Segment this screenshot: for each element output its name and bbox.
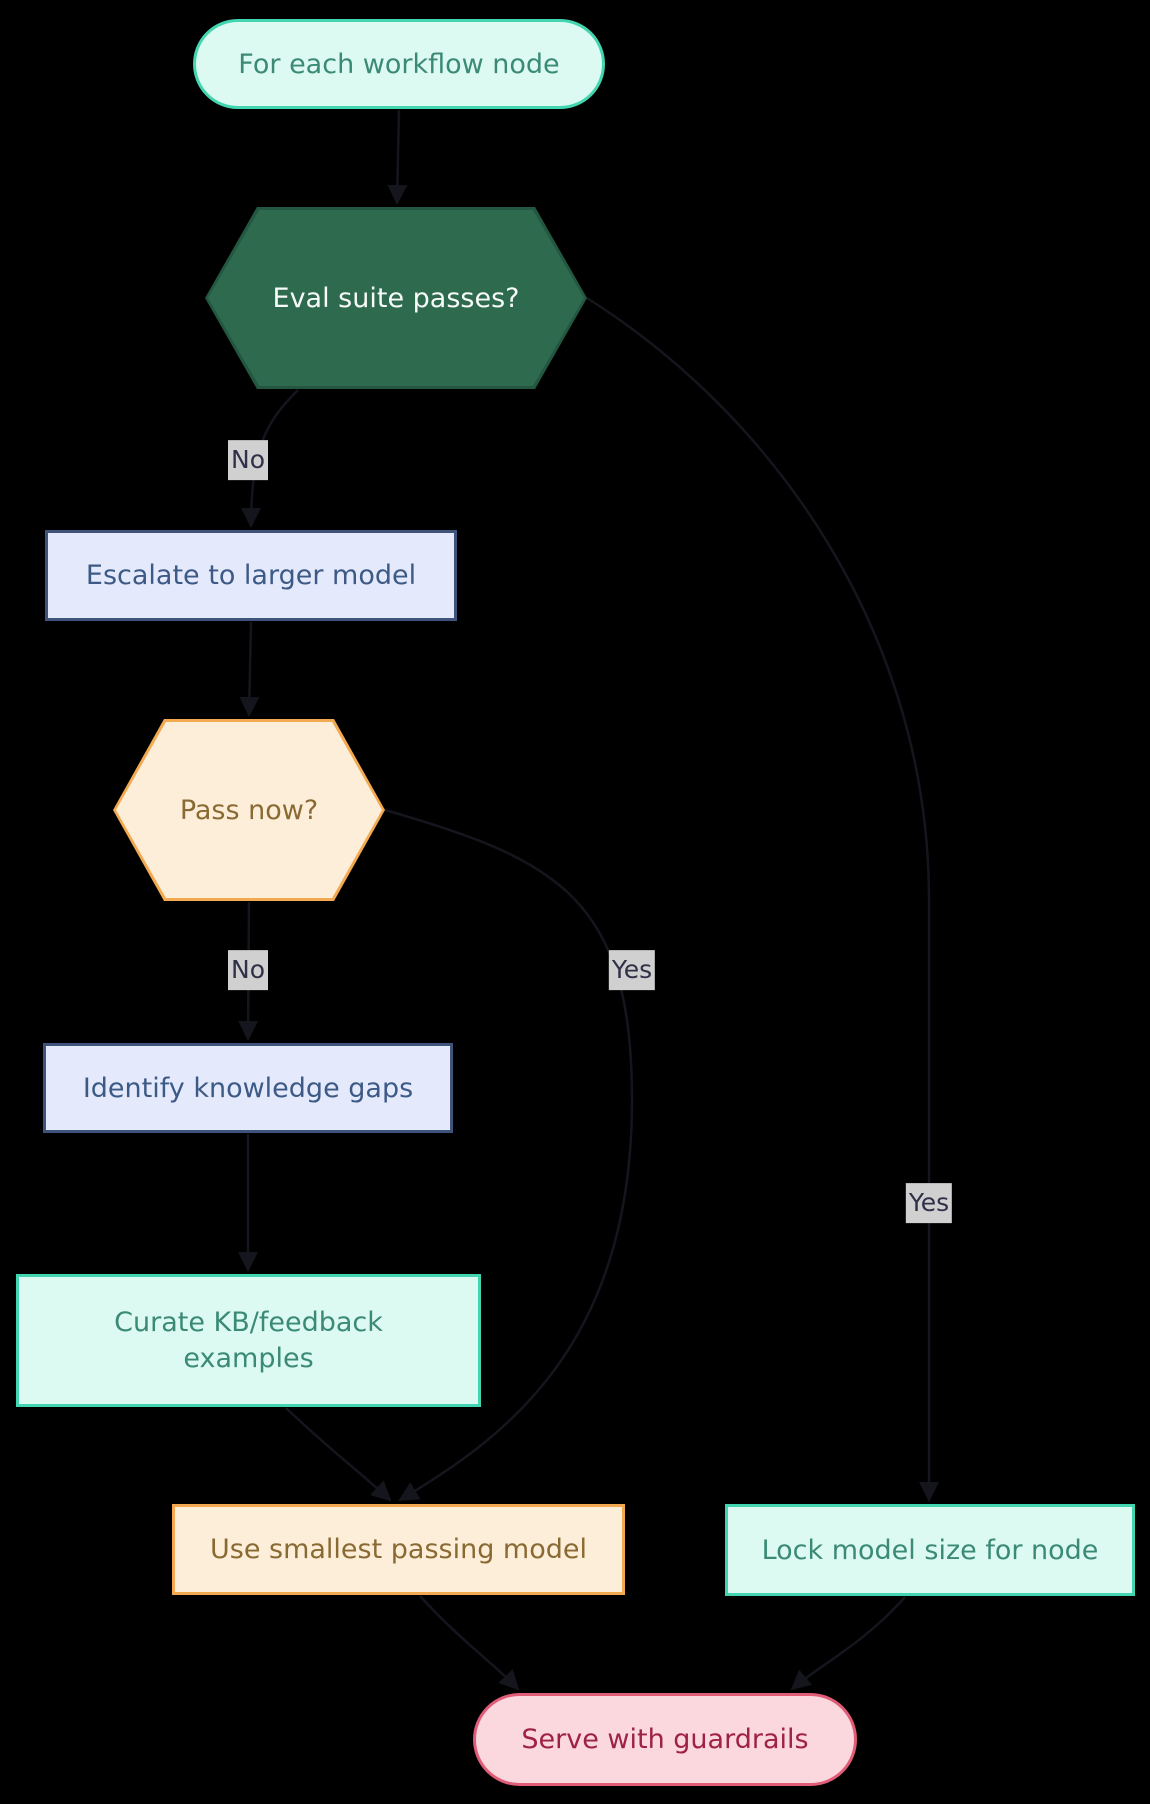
edge-label-eval-no: No <box>228 440 268 480</box>
edge-escalate-passnow <box>239 621 260 717</box>
edge-label-eval-yes: Yes <box>905 1183 953 1223</box>
node-escalate-to-larger-model: Escalate to larger model <box>45 530 457 621</box>
node-label: Pass now? <box>179 794 319 826</box>
edge-curate-smallest <box>285 1407 392 1502</box>
node-lock-model-size-for-node: Lock model size for node <box>725 1504 1135 1596</box>
hexagon-fill: Pass now? <box>116 722 382 898</box>
node-serve-with-guardrails: Serve with guardrails <box>473 1693 857 1786</box>
edge-passnow-yes-smallest <box>384 808 634 1502</box>
node-pass-now: Pass now? <box>113 719 385 901</box>
edge-lock-serve <box>790 1596 906 1691</box>
edge-eval-yes-lock <box>586 296 939 1502</box>
node-label: Lock model size for node <box>761 1534 1099 1566</box>
node-eval-suite-passes: Eval suite passes? <box>205 207 587 389</box>
node-identify-knowledge-gaps: Identify knowledge gaps <box>43 1043 453 1133</box>
node-label: For each workflow node <box>238 48 560 80</box>
node-label: Eval suite passes? <box>272 282 520 314</box>
edge-smallest-serve <box>419 1595 520 1691</box>
node-label: Curate KB/feedback examples <box>114 1306 383 1374</box>
node-for-each-workflow-node: For each workflow node <box>193 19 605 109</box>
edge-start-eval <box>387 109 408 205</box>
node-label: Identify knowledge gaps <box>82 1072 414 1104</box>
node-label: Escalate to larger model <box>85 560 417 591</box>
node-label: Serve with guardrails <box>521 1724 809 1755</box>
node-curate-kb-feedback-examples: Curate KB/feedback examples <box>16 1274 481 1407</box>
hexagon-fill: Eval suite passes? <box>208 210 584 386</box>
node-label: Use smallest passing model <box>209 1534 587 1565</box>
edge-label-passnow-no: No <box>228 950 268 990</box>
edge-label-passnow-yes: Yes <box>608 950 656 990</box>
edge-eval-no-escalate <box>241 389 299 528</box>
node-use-smallest-passing-model: Use smallest passing model <box>172 1504 625 1595</box>
